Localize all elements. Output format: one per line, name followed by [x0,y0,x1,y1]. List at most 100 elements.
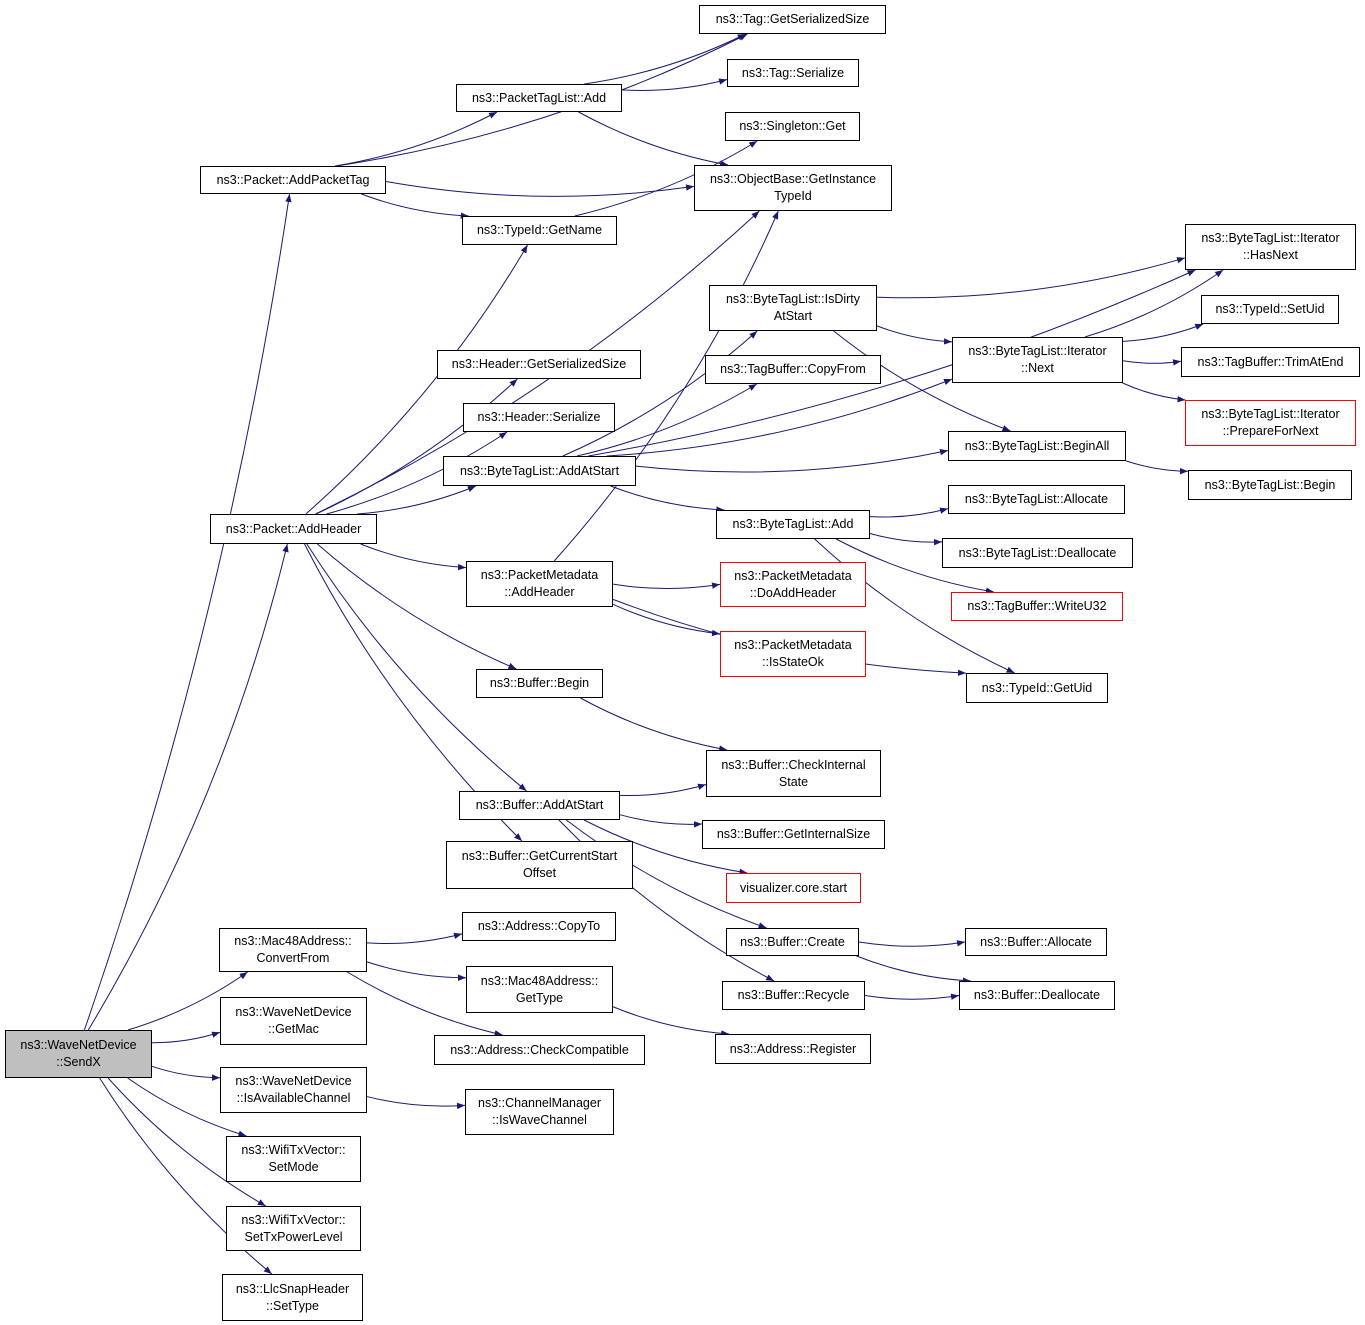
call-edge [584,33,746,85]
node-label-line: ns3::Buffer::Create [740,934,845,949]
node-label-line: ::Next [1021,361,1054,375]
node-typeid-setuid[interactable]: ns3::TypeId::SetUid [1201,295,1339,324]
node-singleton-get[interactable]: ns3::Singleton::Get [725,112,860,141]
node-channelmanager-iswavechannel[interactable]: ns3::ChannelManager::IsWaveChannel [465,1089,614,1135]
call-edge [580,697,728,752]
call-edge [621,78,728,91]
call-edge [361,193,469,219]
call-edge [346,971,503,1037]
call-edge [562,330,758,457]
call-edge [835,538,994,594]
call-edge [1122,382,1186,403]
node-label-line: ns3::PacketTagList::Add [471,90,607,105]
node-header-serialize[interactable]: ns3::Header::Serialize [463,403,615,432]
node-tag-getserializedsize[interactable]: ns3::Tag::GetSerializedSize [699,5,886,34]
node-bytetaglist-add[interactable]: ns3::ByteTagList::Add [716,510,870,539]
node-buffer-getinternalsize[interactable]: ns3::Buffer::GetInternalSize [702,820,885,849]
node-packet-addheader[interactable]: ns3::Packet::AddHeader [210,514,377,544]
call-edge [619,783,707,797]
node-buffer-allocate[interactable]: ns3::Buffer::Allocate [965,928,1107,956]
node-buffer-begin[interactable]: ns3::Buffer::Begin [476,669,603,698]
node-mac48address-convertfrom[interactable]: ns3::Mac48Address::ConvertFrom [219,928,367,972]
call-edge [619,814,703,828]
call-edge [317,543,517,670]
node-label-line: ns3::ByteTagList::IsDirty [725,292,861,306]
node-bytetaglist-deallocate[interactable]: ns3::ByteTagList::Deallocate [942,538,1133,568]
node-iterator-preparefornext[interactable]: ns3::ByteTagList::Iterator::PrepareForNe… [1185,400,1356,446]
node-label-line: ns3::Address::CheckCompatible [450,1042,629,1057]
node-typeid-getuid[interactable]: ns3::TypeId::GetUid [966,673,1108,703]
node-iterator-hasnext[interactable]: ns3::ByteTagList::Iterator::HasNext [1185,224,1356,270]
node-address-copyto[interactable]: ns3::Address::CopyTo [462,912,616,941]
call-edge [869,532,943,546]
call-edge [357,485,477,515]
node-label-line: ::AddHeader [504,585,575,599]
node-buffer-addatstart[interactable]: ns3::Buffer::AddAtStart [459,791,620,820]
call-edge [553,210,779,562]
call-edge [366,1096,466,1110]
node-bytetaglist-allocate[interactable]: ns3::ByteTagList::Allocate [948,485,1125,514]
call-edge [326,431,508,515]
node-label-line: ns3::WaveNetDevice [20,1038,137,1052]
node-header-getserializedsize[interactable]: ns3::Header::GetSerializedSize [437,350,641,379]
call-edge [366,961,467,981]
node-wavenetdevice-isavailablechannel[interactable]: ns3::WaveNetDevice::IsAvailableChannel [220,1067,367,1113]
node-label-line: ns3::TypeId::GetName [476,223,603,237]
node-label-line: ns3::TagBuffer::TrimAtEnd [1197,354,1344,369]
node-packetmetadata-isstateok[interactable]: ns3::PacketMetadata::IsStateOk [720,631,866,677]
node-buffer-recycle[interactable]: ns3::Buffer::Recycle [722,981,865,1010]
node-wifitxvector-setmode[interactable]: ns3::WifiTxVector::SetMode [226,1136,361,1182]
node-packet-addpackettag[interactable]: ns3::Packet::AddPacketTag [200,166,386,194]
node-bytetaglist-beginall[interactable]: ns3::ByteTagList::BeginAll [948,431,1126,461]
node-packetmetadata-addheader[interactable]: ns3::PacketMetadata::AddHeader [466,561,613,607]
node-label-line: ns3::Buffer::GetCurrentStart [461,849,618,863]
node-typeid-getname[interactable]: ns3::TypeId::GetName [462,216,617,245]
node-label-line: ns3::WaveNetDevice [235,1074,352,1088]
node-mac48address-gettype[interactable]: ns3::Mac48Address::GetType [466,966,613,1013]
node-address-checkcompatible[interactable]: ns3::Address::CheckCompatible [434,1035,645,1065]
node-buffer-deallocate[interactable]: ns3::Buffer::Deallocate [959,981,1115,1010]
call-edge [612,1006,730,1037]
node-label-line: ns3::WifiTxVector:: [241,1143,346,1157]
call-edge [612,603,721,637]
node-iterator-next[interactable]: ns3::ByteTagList::Iterator::Next [952,337,1123,383]
node-bytetaglist-begin[interactable]: ns3::ByteTagList::Begin [1188,470,1352,500]
node-wavenetdevice-getmac[interactable]: ns3::WaveNetDevice::GetMac [220,997,367,1045]
node-wifitxvector-settxpowerlevel[interactable]: ns3::WifiTxVector::SetTxPowerLevel [226,1206,361,1251]
node-label-line: ns3::PacketMetadata [734,638,852,652]
node-label-line: ns3::Buffer::AddAtStart [475,798,604,812]
node-tag-serialize[interactable]: ns3::Tag::Serialize [727,59,859,87]
call-edge [306,543,527,792]
node-tagbuffer-copyfrom[interactable]: ns3::TagBuffer::CopyFrom [705,355,881,384]
node-label-line: SetMode [268,1160,319,1174]
call-edge [876,257,1186,299]
node-bytetaglist-addatstart[interactable]: ns3::ByteTagList::AddAtStart [443,456,636,486]
node-label-line: ::IsWaveChannel [492,1113,587,1127]
call-edge [360,543,467,571]
node-visualizer-core-start[interactable]: visualizer.core.start [726,873,861,903]
node-llcsnapheader-settype[interactable]: ns3::LlcSnapHeader::SetType [222,1274,363,1321]
call-edge [635,448,949,473]
node-label-line: ns3::ByteTagList::Begin [1204,477,1336,492]
call-edge [83,193,292,1031]
node-buffer-create[interactable]: ns3::Buffer::Create [726,928,859,956]
node-label-line: ::HasNext [1243,248,1298,262]
node-label-line: ns3::Header::Serialize [477,410,601,424]
node-tagbuffer-writeu32[interactable]: ns3::TagBuffer::WriteU32 [951,592,1123,621]
node-address-register[interactable]: ns3::Address::Register [715,1034,871,1064]
node-tagbuffer-trimatend[interactable]: ns3::TagBuffer::TrimAtEnd [1181,347,1360,377]
node-label-line: ns3::WifiTxVector:: [241,1212,346,1227]
node-label-line: visualizer.core.start [740,880,847,895]
node-label-line: ::DoAddHeader [749,585,837,600]
node-label-line: ns3::Packet::AddPacketTag [216,172,370,187]
node-label-line: ns3::PacketMetadata [480,568,599,582]
node-label-line: TypeId [774,189,812,203]
node-packettaglist-add[interactable]: ns3::PacketTagList::Add [456,84,622,112]
node-packetmetadata-doaddheader[interactable]: ns3::PacketMetadata::DoAddHeader [720,562,866,607]
node-label-line: ns3::Address::Register [729,1041,857,1056]
